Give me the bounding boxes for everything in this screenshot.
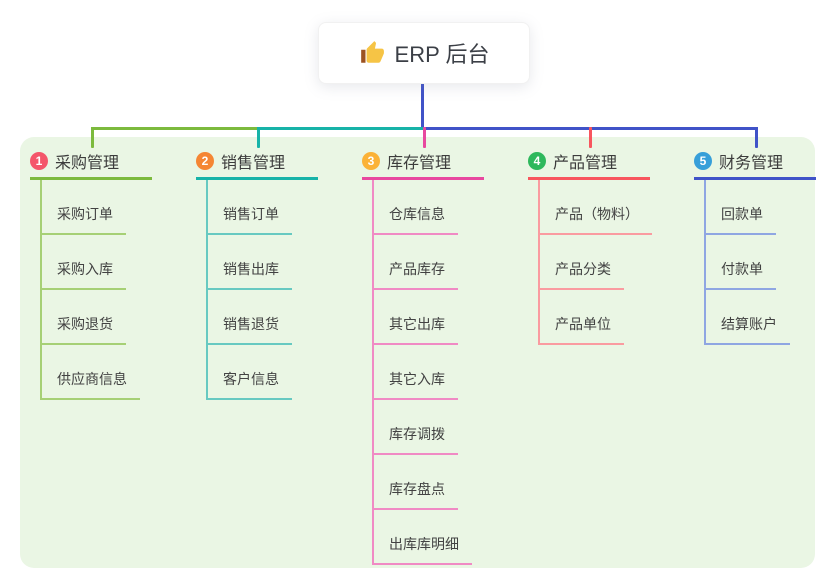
branch-title-label: 财务管理 xyxy=(719,155,784,172)
branch-title-node[interactable]: 2 销售管理 xyxy=(196,145,318,180)
child-node-label: 采购订单 xyxy=(42,204,126,235)
child-node[interactable]: 付款单 xyxy=(706,235,816,290)
connector-branch-drop xyxy=(589,127,592,148)
branch-column: 1 采购管理 采购订单 采购入库 采购退货 供应商信息 xyxy=(30,145,152,400)
child-node-label: 产品分类 xyxy=(540,259,624,290)
branch-number-badge: 4 xyxy=(528,152,546,170)
child-node[interactable]: 回款单 xyxy=(706,180,816,235)
branch-children: 仓库信息 产品库存 其它出库 其它入库 库存调拨 库存盘点 出库库明细 xyxy=(372,180,484,565)
branch-children: 采购订单 采购入库 采购退货 供应商信息 xyxy=(40,180,152,400)
child-node[interactable]: 供应商信息 xyxy=(42,345,152,400)
child-node-label: 产品单位 xyxy=(540,314,624,345)
branch-title-label: 采购管理 xyxy=(55,155,120,172)
connector-branch-drop xyxy=(257,127,260,148)
root-node[interactable]: ERP 后台 xyxy=(318,22,530,84)
root-title: ERP 后台 xyxy=(394,42,490,67)
connector-bus-segment xyxy=(91,127,260,130)
child-node-label: 产品（物料） xyxy=(540,204,652,235)
child-node[interactable]: 采购订单 xyxy=(42,180,152,235)
child-node-label: 仓库信息 xyxy=(374,204,458,235)
thumbs-up-icon xyxy=(360,41,384,63)
branch-title-node[interactable]: 4 产品管理 xyxy=(528,145,650,180)
child-node[interactable]: 库存调拨 xyxy=(374,400,484,455)
child-node-label: 产品库存 xyxy=(374,259,458,290)
child-node-label: 付款单 xyxy=(706,259,776,290)
branch-title-node[interactable]: 3 库存管理 xyxy=(362,145,484,180)
child-node-label: 供应商信息 xyxy=(42,369,140,400)
child-node[interactable]: 出库库明细 xyxy=(374,510,484,565)
child-node-label: 出库库明细 xyxy=(374,534,472,565)
child-node[interactable]: 销售订单 xyxy=(208,180,318,235)
child-node-label: 客户信息 xyxy=(208,369,292,400)
child-node-label: 销售退货 xyxy=(208,314,292,345)
child-node[interactable]: 其它出库 xyxy=(374,290,484,345)
branch-children: 产品（物料） 产品分类 产品单位 xyxy=(538,180,652,345)
branch-column: 5 财务管理 回款单 付款单 结算账户 xyxy=(694,145,816,345)
child-node-label: 回款单 xyxy=(706,204,776,235)
branch-number-badge: 5 xyxy=(694,152,712,170)
child-node[interactable]: 销售退货 xyxy=(208,290,318,345)
branch-title-node[interactable]: 5 财务管理 xyxy=(694,145,816,180)
child-node[interactable]: 其它入库 xyxy=(374,345,484,400)
child-node-label: 库存调拨 xyxy=(374,424,458,455)
child-node[interactable]: 产品（物料） xyxy=(540,180,652,235)
child-node-label: 销售订单 xyxy=(208,204,292,235)
branch-children: 销售订单 销售出库 销售退货 客户信息 xyxy=(206,180,318,400)
branch-column: 3 库存管理 仓库信息 产品库存 其它出库 其它入库 库存调拨 库存盘点 出库库… xyxy=(362,145,484,565)
connector-branch-drop xyxy=(91,127,94,148)
child-node-label: 销售出库 xyxy=(208,259,292,290)
connector-branch-drop xyxy=(423,127,426,148)
child-node[interactable]: 仓库信息 xyxy=(374,180,484,235)
branch-number-badge: 3 xyxy=(362,152,380,170)
child-node[interactable]: 产品库存 xyxy=(374,235,484,290)
child-node[interactable]: 客户信息 xyxy=(208,345,318,400)
child-node-label: 采购入库 xyxy=(42,259,126,290)
child-node-label: 库存盘点 xyxy=(374,479,458,510)
child-node-label: 其它出库 xyxy=(374,314,458,345)
branch-title-label: 产品管理 xyxy=(553,155,618,172)
child-node[interactable]: 结算账户 xyxy=(706,290,816,345)
child-node-label: 采购退货 xyxy=(42,314,126,345)
child-node-label: 结算账户 xyxy=(706,314,790,345)
branch-title-label: 销售管理 xyxy=(221,155,286,172)
child-node[interactable]: 产品分类 xyxy=(540,235,652,290)
branch-title-node[interactable]: 1 采购管理 xyxy=(30,145,152,180)
child-node[interactable]: 采购退货 xyxy=(42,290,152,345)
connector-branch-drop xyxy=(755,127,758,148)
child-node-label: 其它入库 xyxy=(374,369,458,400)
child-node[interactable]: 库存盘点 xyxy=(374,455,484,510)
branch-column: 4 产品管理 产品（物料） 产品分类 产品单位 xyxy=(528,145,652,345)
child-node[interactable]: 销售出库 xyxy=(208,235,318,290)
branch-number-badge: 2 xyxy=(196,152,214,170)
child-node[interactable]: 采购入库 xyxy=(42,235,152,290)
connector-bus-segment xyxy=(257,127,426,130)
child-node[interactable]: 产品单位 xyxy=(540,290,652,345)
branch-number-badge: 1 xyxy=(30,152,48,170)
branch-children: 回款单 付款单 结算账户 xyxy=(704,180,816,345)
branch-column: 2 销售管理 销售订单 销售出库 销售退货 客户信息 xyxy=(196,145,318,400)
branch-title-label: 库存管理 xyxy=(387,155,452,172)
connector-root-line xyxy=(421,82,424,130)
mindmap-panel xyxy=(20,137,815,568)
